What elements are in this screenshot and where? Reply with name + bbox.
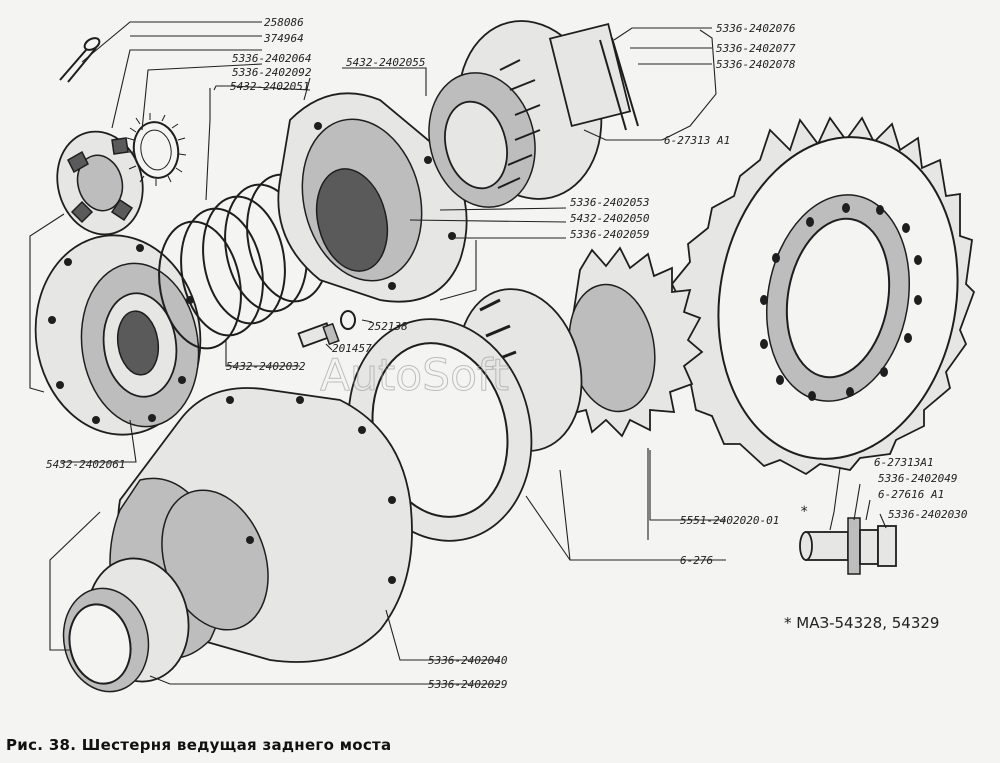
label-5336-2402077: 5336-2402077 xyxy=(716,42,796,55)
label-5432-2402051: 5432-2402051 xyxy=(230,80,309,93)
label-374964: 374964 xyxy=(263,32,304,45)
upper-roller-bearing xyxy=(428,20,639,208)
part-labels: 258086 374964 5336-2402064 5336-2402092 … xyxy=(46,16,968,691)
leader-lines xyxy=(29,21,887,685)
label-6-27616A1: 6-27616 А1 xyxy=(878,488,944,501)
label-5336-2402029: 5336-2402029 xyxy=(428,678,507,691)
label-5336-2402040: 5336-2402040 xyxy=(428,654,508,667)
label-5336-2402092: 5336-2402092 xyxy=(232,66,312,79)
label-5551-2402020-01: 5551-2402020-01 xyxy=(680,514,779,527)
small-washer xyxy=(340,310,356,330)
asterisk-mark: * xyxy=(800,504,808,520)
label-6-27313A1-top: 6-27313 А1 xyxy=(664,134,730,147)
ring-gear xyxy=(666,116,976,476)
figure-caption: Рис. 38. Шестерня ведущая заднего моста xyxy=(6,736,392,754)
label-258086: 258086 xyxy=(264,16,304,29)
label-5336-2402078: 5336-2402078 xyxy=(716,58,796,71)
label-5432-2402050: 5432-2402050 xyxy=(570,212,650,225)
cotter-pin xyxy=(59,37,101,83)
bolt xyxy=(297,322,340,348)
label-5336-2402053: 5336-2402053 xyxy=(570,196,649,209)
watermark: AutoSoft xyxy=(320,350,509,401)
label-6-276: 6-276 xyxy=(680,554,713,567)
companion-flange xyxy=(34,234,202,436)
label-5336-2402049: 5336-2402049 xyxy=(878,472,957,485)
label-5432-2402055: 5432-2402055 xyxy=(346,56,425,69)
label-201457: 201457 xyxy=(332,342,372,355)
label-5336-2402064: 5336-2402064 xyxy=(232,52,311,65)
bearing-cover xyxy=(277,92,468,303)
housing-neck xyxy=(62,557,190,693)
label-5336-2402030: 5336-2402030 xyxy=(888,508,968,521)
label-5432-2402061: 5432-2402061 xyxy=(46,458,125,471)
label-6-27313A1-small: 6-27313А1 xyxy=(874,456,934,469)
label-5336-2402059: 5336-2402059 xyxy=(570,228,649,241)
small-bearing-assembly xyxy=(799,517,897,575)
label-5336-2402076: 5336-2402076 xyxy=(716,22,796,35)
lock-washer xyxy=(126,113,187,186)
model-note: * МАЗ-54328, 54329 xyxy=(784,614,939,632)
castle-nut xyxy=(56,130,144,236)
label-5432-2402032: 5432-2402032 xyxy=(226,360,306,373)
label-252138: 252138 xyxy=(368,320,408,333)
